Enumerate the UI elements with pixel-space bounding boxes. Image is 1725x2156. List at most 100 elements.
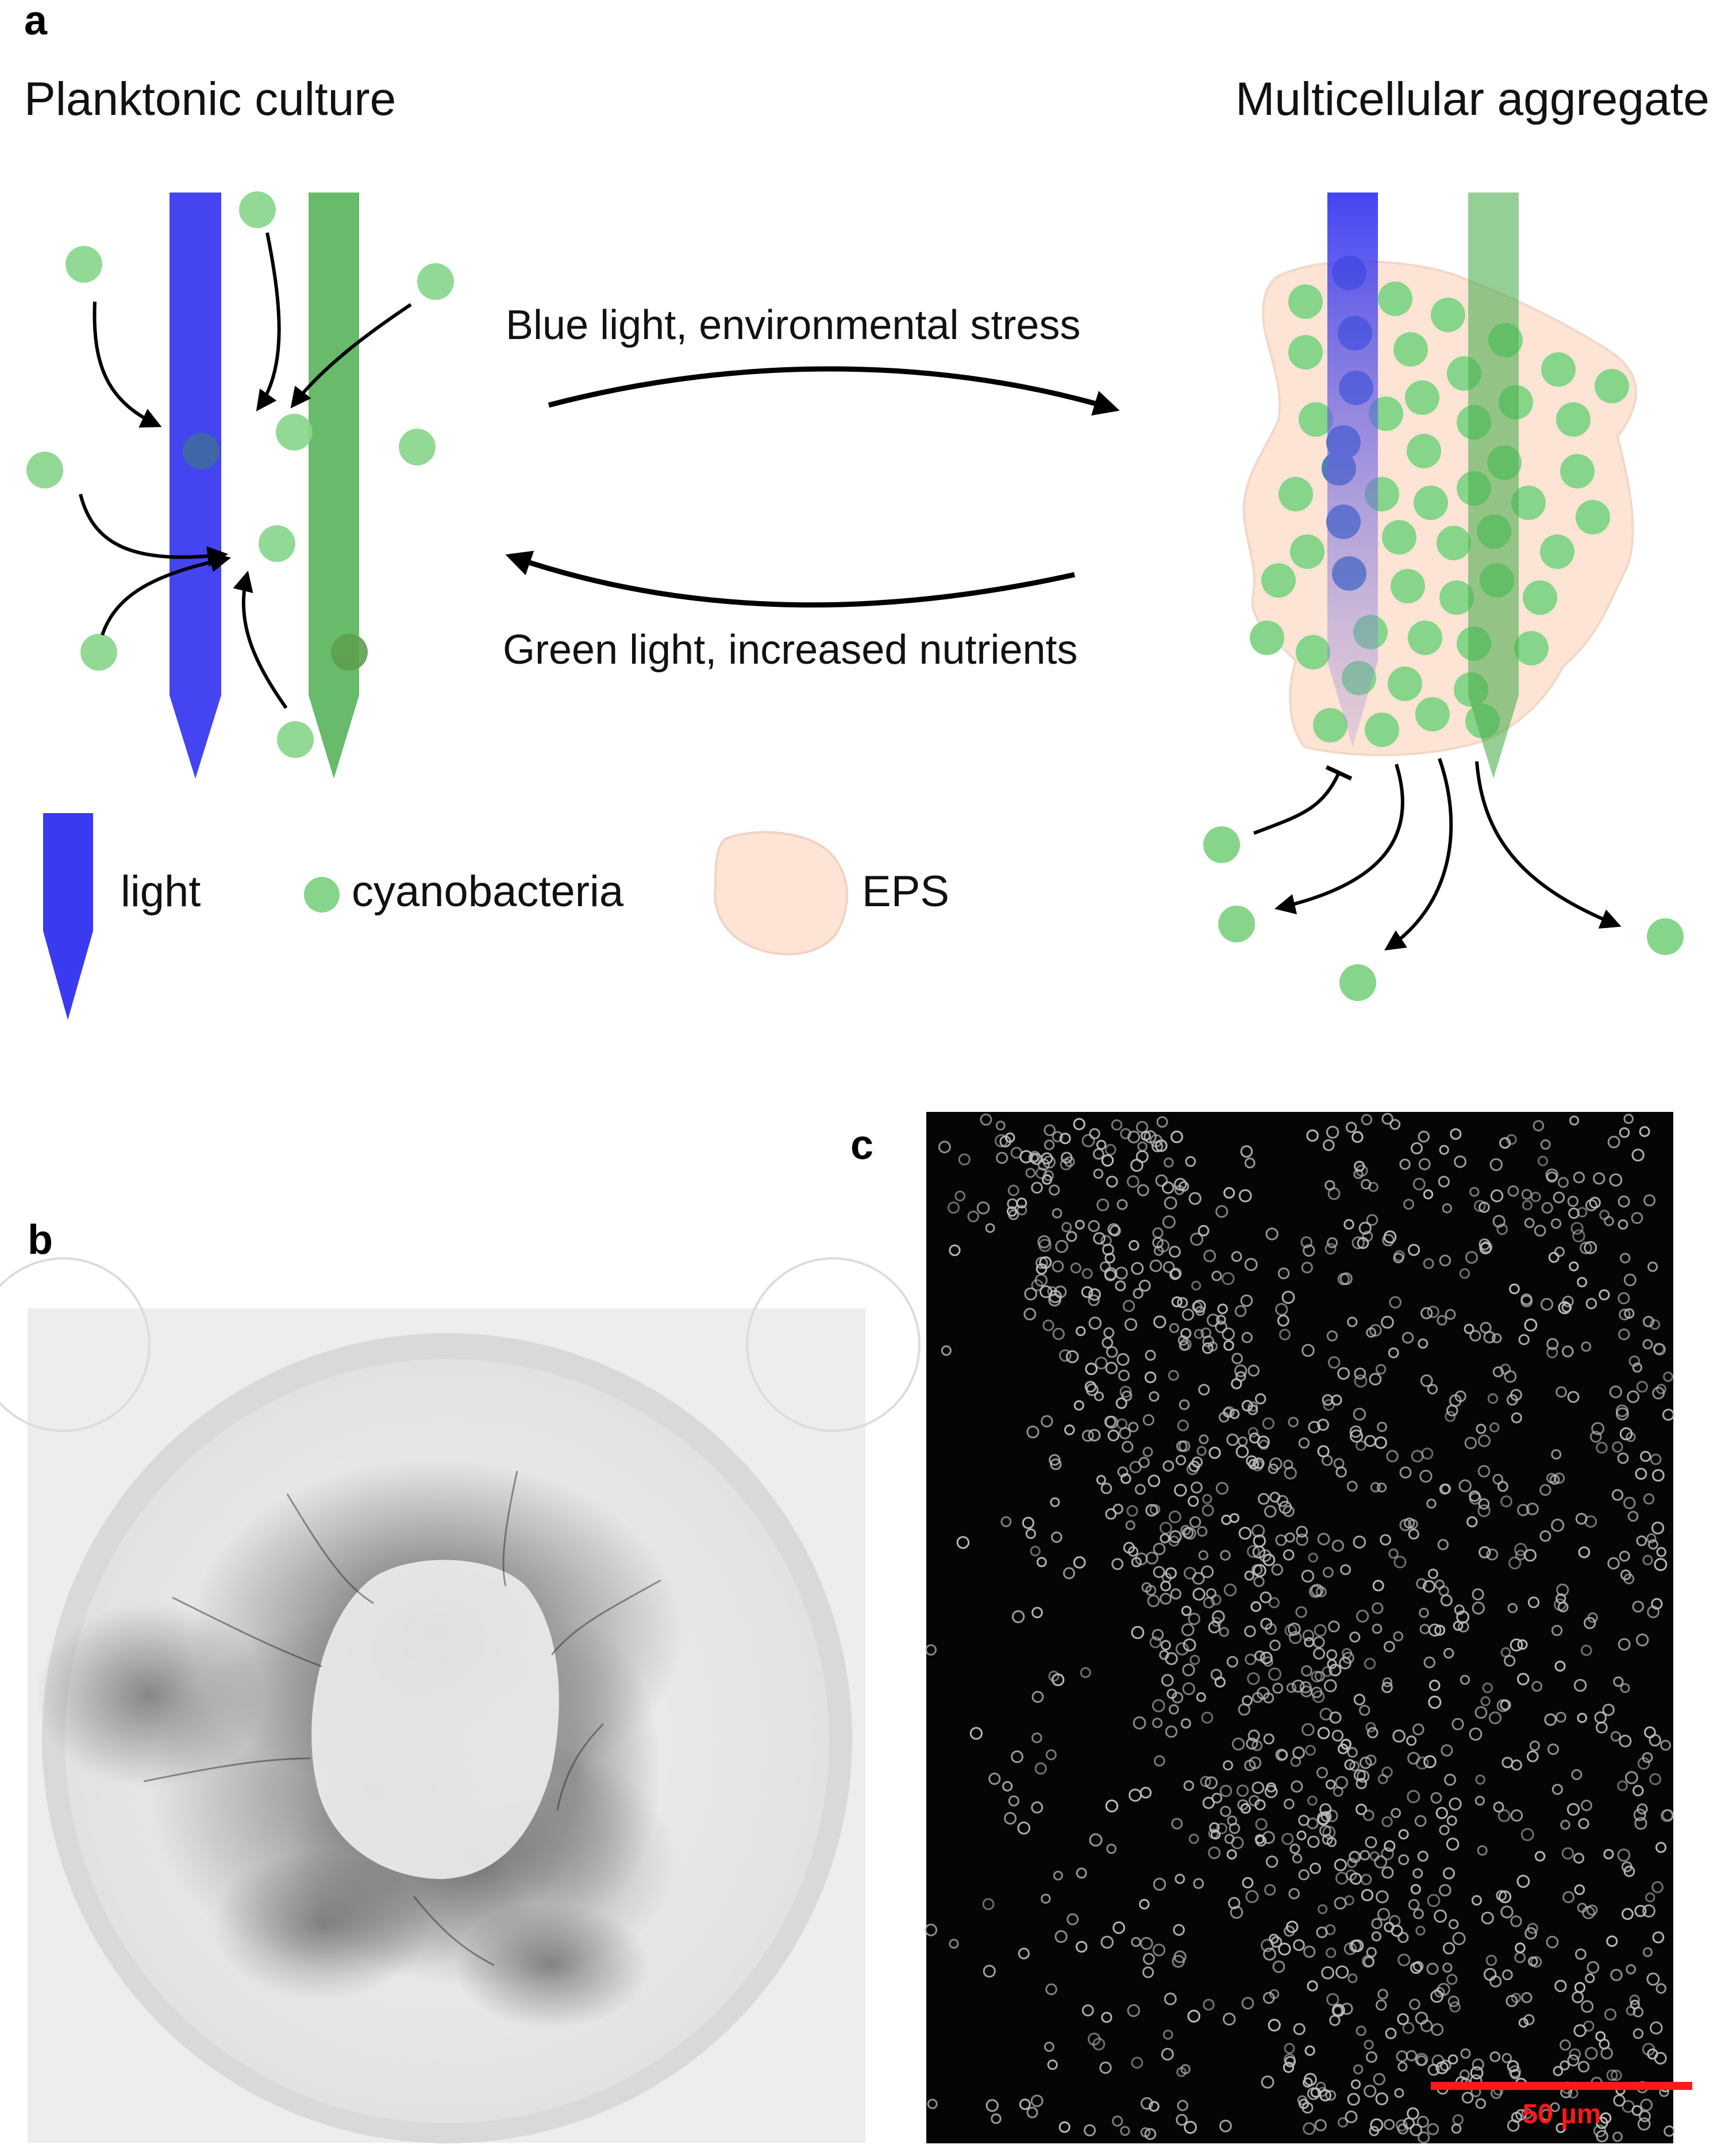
microscopy-cell	[1569, 1261, 1579, 1272]
microscopy-cell	[1373, 2073, 1386, 2086]
microscopy-cell	[1193, 1329, 1204, 1339]
microscopy-cell	[1581, 1800, 1592, 1811]
microscopy-cell	[1410, 2123, 1423, 2136]
microscopy-cell	[1443, 1647, 1454, 1659]
microscopy-cell	[1398, 1854, 1410, 1865]
microscopy-cell	[1126, 1505, 1138, 1517]
microscopy-cell	[1645, 1892, 1655, 1903]
microscopy-cell	[1125, 1520, 1135, 1530]
microscopy-cell	[1546, 1935, 1559, 1949]
microscopy-cell	[1322, 1666, 1333, 1677]
microscopy-cell	[1240, 1145, 1253, 1158]
microscopy-cell	[1318, 1904, 1328, 1915]
microscopy-cell	[1619, 1308, 1631, 1320]
microscopy-cell	[1201, 1711, 1214, 1724]
microscopy-cell	[1480, 1696, 1491, 1707]
cyanobacteria-cell	[1647, 918, 1684, 955]
microscopy-cell	[1127, 1546, 1139, 1557]
microscopy-cell	[1376, 1890, 1389, 1904]
microscopy-cell	[1510, 1638, 1523, 1651]
microscopy-cell	[1106, 1843, 1117, 1854]
microscopy-cell	[1613, 1676, 1624, 1687]
microscopy-cell	[1534, 1851, 1546, 1862]
microscopy-cell	[1472, 1588, 1484, 1601]
microscopy-cell	[1188, 1612, 1200, 1626]
microscopy-cell	[1450, 1128, 1462, 1140]
microscopy-cell	[1247, 1427, 1258, 1438]
microscopy-cell	[1626, 1964, 1637, 1975]
microscopy-cell	[1212, 1610, 1225, 1623]
microscopy-cell	[1052, 1327, 1065, 1340]
microscopy-cell	[1430, 1989, 1444, 2003]
microscopy-cell	[1101, 1154, 1114, 1167]
microscopy-cell	[1623, 1865, 1635, 1877]
microscopy-cell	[1652, 1931, 1665, 1943]
microscopy-cell	[1169, 1245, 1181, 1258]
microscopy-cell	[1361, 1114, 1373, 1126]
microscopy-cell	[1153, 1315, 1166, 1329]
microscopy-cell	[1226, 1656, 1238, 1668]
microscopy-cell	[1263, 1947, 1276, 1961]
cyanobacteria-cell	[1339, 964, 1376, 1001]
microscopy-cell	[1073, 1556, 1086, 1569]
microscopy-cell	[1570, 1222, 1584, 1235]
microscopy-cell	[1427, 2123, 1439, 2135]
microscopy-cell	[1055, 1239, 1068, 1253]
microscopy-cell	[1044, 1139, 1055, 1150]
microscopy-cell	[925, 1923, 938, 1936]
microscopy-cell	[1397, 2061, 1408, 2072]
microscopy-cell	[1119, 1385, 1132, 1398]
microscopy-cell	[1011, 1750, 1023, 1764]
microscopy-cell	[1223, 1583, 1237, 1597]
microscopy-cell	[1469, 1727, 1483, 1741]
microscopy-cell	[1403, 2117, 1415, 2130]
microscopy-cell	[1488, 1711, 1502, 1724]
microscopy-cell	[1182, 1682, 1196, 1696]
microscopy-cell	[1496, 1890, 1507, 1901]
microscopy-cell	[1149, 2101, 1160, 2112]
microscopy-cell	[927, 2099, 938, 2109]
microscopy-cell	[1262, 1831, 1275, 1844]
microscopy-cell	[958, 1153, 971, 1166]
microscopy-cell	[1369, 1324, 1382, 1337]
microscopy-cell	[1173, 1924, 1185, 1936]
microscopy-cell	[1016, 1204, 1027, 1216]
microscopy-cell	[1152, 1718, 1163, 1728]
microscopy-cell	[1476, 1423, 1487, 1434]
microscopy-cell	[1354, 1161, 1365, 1172]
microscopy-cell	[1275, 1303, 1288, 1316]
microscopy-cell	[1065, 1350, 1079, 1364]
microscopy-cell	[1066, 1913, 1079, 1926]
microscopy-cell	[1164, 1992, 1177, 2005]
microscopy-cell	[1423, 1656, 1435, 1669]
microscopy-cell	[1342, 1651, 1354, 1664]
microscopy-cell	[1240, 1294, 1253, 1307]
microscopy-cell	[1489, 2051, 1501, 2062]
microscopy-cell	[1149, 1259, 1162, 1272]
microscopy-cell	[1501, 1757, 1514, 1769]
microscopy-cell	[1093, 1168, 1104, 1179]
microscopy-cell	[1170, 1130, 1183, 1144]
microscopy-cell	[1381, 1847, 1394, 1861]
microscopy-cell	[1265, 1227, 1279, 1241]
cyanobacteria-cell	[399, 429, 436, 465]
microscopy-cell	[1279, 1329, 1291, 1341]
microscopy-cell	[1397, 1953, 1411, 1966]
microscopy-cell	[1092, 2038, 1106, 2051]
microscopy-cell	[1019, 1150, 1033, 1164]
microscopy-cell	[1025, 1529, 1037, 1539]
microscopy-cell	[1088, 1294, 1100, 1306]
microscopy-cell	[1354, 1375, 1368, 1388]
microscopy-cell	[1550, 1218, 1562, 1229]
microscopy-cell	[1229, 1513, 1239, 1523]
microscopy-cell	[1617, 1452, 1629, 1464]
microscopy-cell	[1131, 2057, 1143, 2069]
microscopy-cell	[1528, 1956, 1538, 1967]
microscopy-cell	[1412, 1177, 1426, 1191]
microscopy-cell	[1537, 1156, 1549, 1166]
microscopy-cell	[1653, 1343, 1666, 1356]
microscopy-cell	[1304, 2045, 1315, 2056]
microscopy-cell	[1156, 1116, 1168, 1128]
microscopy-cell	[1187, 2009, 1200, 2023]
microscopy-cell	[1288, 1416, 1299, 1428]
